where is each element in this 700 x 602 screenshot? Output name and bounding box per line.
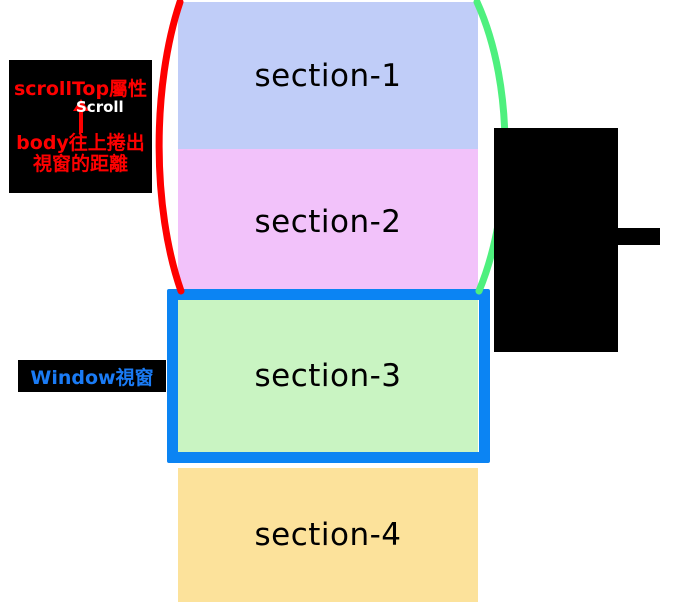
section-4-label: section-4 — [254, 517, 402, 553]
section-2-label: section-2 — [254, 204, 402, 240]
up-arrow-icon — [9, 99, 152, 134]
scrolltop-callout: scrollTop屬性 body往上捲出 視窗的距離 — [9, 60, 152, 193]
window-callout: Window視窗 — [18, 360, 166, 392]
scrollheight-label: Scroll — [76, 98, 124, 116]
section-3-label: section-3 — [254, 358, 402, 394]
scrolltop-desc-line-2: 視窗的距離 — [32, 152, 128, 175]
section-1-block: section-1 — [178, 2, 478, 149]
label-occluder-bar — [585, 228, 660, 245]
section-1-label: section-1 — [254, 57, 402, 94]
section-4-block: section-4 — [178, 468, 478, 602]
window-label: Window視窗 — [30, 366, 154, 389]
section-3-block: section-3 — [178, 300, 478, 452]
section-2-block: section-2 — [178, 149, 478, 295]
scrolltop-desc-line-1: body往上捲出 — [16, 132, 145, 155]
scrolltop-property-text: scrollTop屬性 — [13, 77, 148, 100]
window-viewport-frame — [167, 289, 490, 463]
